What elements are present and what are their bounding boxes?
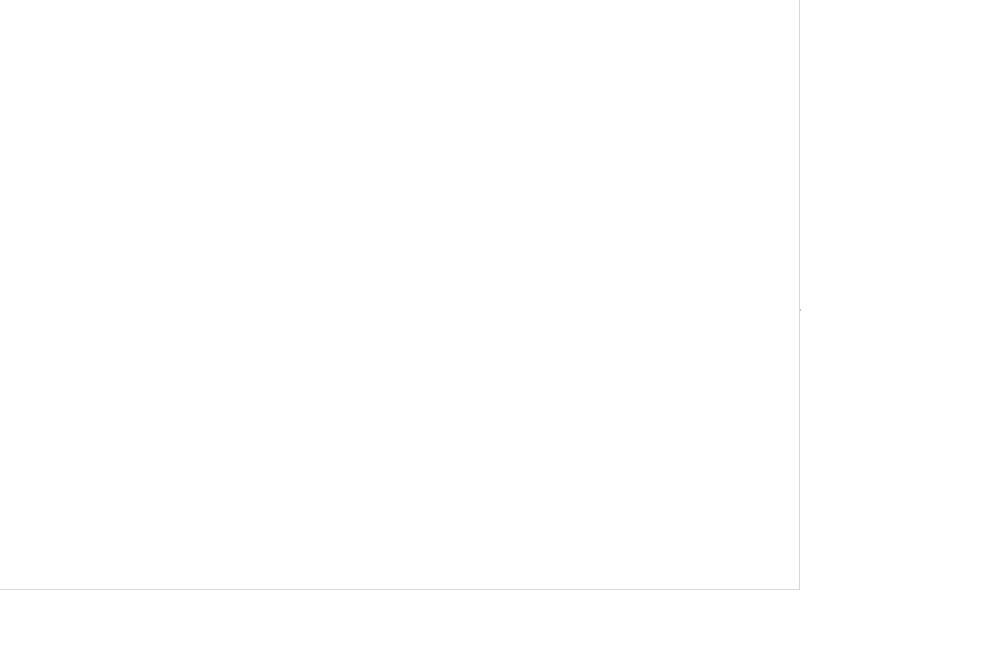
drawing-frame xyxy=(0,0,800,590)
